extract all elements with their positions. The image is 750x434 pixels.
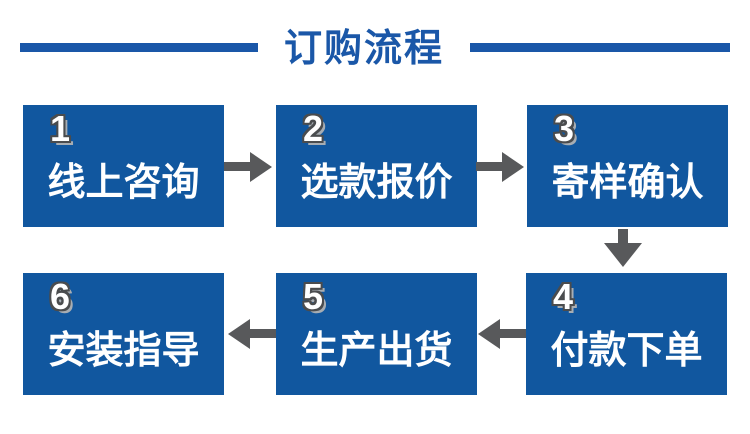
step-number: 3	[554, 108, 575, 149]
step-box-online-consult: 1 线上咨询	[23, 105, 224, 227]
step-box-pay-order: 4 付款下单	[526, 273, 727, 395]
step-number: 4	[553, 276, 574, 317]
step-box-sample-confirm: 3 寄样确认	[527, 105, 728, 227]
step-box-produce-ship: 5 生产出货	[276, 273, 477, 395]
step-number: 6	[50, 276, 71, 317]
step-label: 寄样确认	[551, 162, 704, 204]
step-number: 2	[303, 108, 324, 149]
step-label: 付款下单	[550, 330, 703, 372]
step-label: 线上咨询	[47, 162, 200, 204]
step-label: 选款报价	[300, 162, 453, 204]
step-box-select-quote: 2 选款报价	[276, 105, 477, 227]
title-decorative-bar-left	[20, 43, 258, 52]
page-title: 订购流程	[283, 28, 444, 70]
step-number: 1	[50, 108, 71, 149]
step-number: 5	[303, 276, 324, 317]
step-box-install-guide: 6 安装指导	[23, 273, 224, 395]
step-label: 安装指导	[47, 330, 200, 372]
step-label: 生产出货	[300, 330, 453, 372]
title-decorative-bar-right	[470, 43, 730, 52]
